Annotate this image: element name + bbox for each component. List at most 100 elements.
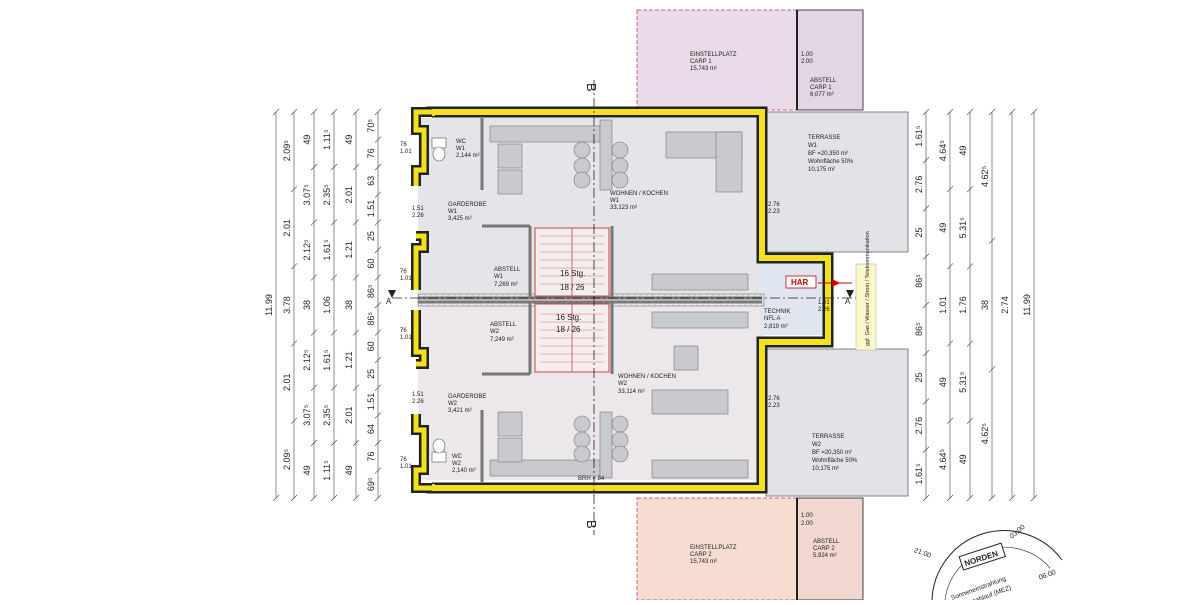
dimension-tick (922, 205, 930, 212)
svg-text:10,175 m²: 10,175 m² (808, 167, 835, 173)
dimension-tick (352, 494, 360, 502)
dimension-tick (1030, 494, 1038, 502)
svg-text:2,140 m²: 2,140 m² (452, 468, 476, 474)
svg-text:CARP 1: CARP 1 (810, 85, 832, 91)
svg-text:5,924 m²: 5,924 m² (813, 553, 837, 559)
svg-text:ABSTELL: ABSTELL (813, 539, 840, 545)
svg-text:W2: W2 (618, 381, 628, 387)
label-carport1: EINSTELLPLATZ CARP 1 15,743 m² (690, 52, 737, 72)
svg-text:CARP 2: CARP 2 (690, 552, 712, 558)
dimension-tick (374, 191, 382, 198)
dimension-label: 25 (366, 231, 376, 241)
dimension-tick (310, 163, 318, 171)
svg-text:18 / 26: 18 / 26 (556, 325, 581, 334)
svg-text:CARP 1: CARP 1 (690, 59, 712, 65)
dimension-label: 38 (344, 300, 354, 310)
svg-text:16 Stg.: 16 Stg. (560, 269, 585, 278)
dimension-tick (946, 494, 954, 502)
svg-text:16 Stg.: 16 Stg. (556, 313, 581, 322)
dimension-label: 2.09⁵ (282, 449, 292, 471)
dimension-tick (374, 301, 382, 309)
dimension-label: 1.61⁵ (322, 349, 332, 371)
dimension-tick (352, 384, 360, 391)
dimension-label: 2.09⁵ (282, 140, 292, 162)
svg-text:ABSTELL: ABSTELL (494, 267, 521, 273)
svg-text:W1: W1 (808, 143, 818, 149)
svg-text:2.26: 2.26 (818, 307, 830, 313)
dimension-lines (272, 108, 1038, 502)
dimension-label: 49 (302, 135, 312, 145)
svg-text:1.51: 1.51 (412, 392, 424, 398)
svg-text:15,743 m²: 15,743 m² (690, 66, 717, 72)
svg-text:BRH = 84: BRH = 84 (578, 476, 605, 482)
dimension-label: 3.78 (282, 296, 292, 314)
dimension-label: 49 (344, 135, 354, 145)
dimension-label: 1.01 (938, 296, 948, 314)
svg-text:33,123 m²: 33,123 m² (610, 205, 637, 211)
dimension-label: 70⁵ (366, 119, 376, 133)
dimension-tick (290, 494, 298, 502)
dimension-tick (988, 366, 996, 373)
dimension-tick (988, 237, 996, 244)
svg-text:Wohnfläche 50%: Wohnfläche 50% (812, 458, 858, 464)
svg-text:W2: W2 (448, 401, 458, 407)
svg-text:2,819 m²: 2,819 m² (764, 324, 788, 330)
dimension-tick (1008, 494, 1016, 502)
svg-text:EINSTELLPLATZ: EINSTELLPLATZ (690, 545, 737, 551)
stair-w1 (534, 227, 610, 297)
dimension-tick (946, 340, 954, 347)
svg-text:EINSTELLPLATZ: EINSTELLPLATZ (690, 52, 737, 58)
svg-text:15,743 m²: 15,743 m² (690, 559, 717, 565)
svg-text:BF =20,350 m²: BF =20,350 m² (812, 450, 852, 456)
dimension-label: 1.11⁵ (322, 129, 332, 150)
svg-text:76: 76 (400, 457, 407, 463)
dimension-label: 63 (366, 176, 376, 186)
svg-text:1.01: 1.01 (400, 335, 412, 341)
svg-text:7,249 m²: 7,249 m² (490, 337, 514, 343)
dimension-label: 5.31⁵ (958, 217, 968, 239)
compass-time-03: 03:00 (1009, 524, 1027, 541)
svg-text:2.23: 2.23 (768, 403, 780, 409)
svg-text:1.51: 1.51 (412, 206, 424, 212)
dimension-label: 86⁵ (366, 284, 376, 298)
dimension-tick (946, 185, 954, 193)
svg-text:B: B (584, 520, 599, 529)
dimension-label: 49 (344, 465, 354, 475)
dimension-tick (966, 494, 974, 502)
dimension-tick (330, 219, 338, 226)
compass-time-06: 06:00 (1038, 569, 1057, 582)
stair-w2 (534, 303, 610, 373)
utility-note: ggf. Gas / Wasser / Strom / Telekommunik… (855, 231, 877, 351)
dimension-label: 86⁵ (914, 322, 924, 336)
svg-text:2,144 m²: 2,144 m² (456, 153, 480, 159)
dimension-tick (922, 494, 930, 502)
dimension-label: 2.76 (914, 417, 924, 435)
dimension-tick (922, 253, 930, 260)
dimension-tick (374, 163, 382, 171)
dimension-tick (310, 384, 318, 391)
label-wc-w1: WC W1 2,144 m² (456, 139, 480, 159)
svg-text:W1: W1 (448, 209, 458, 215)
dimension-tick (374, 494, 382, 502)
dimension-tick (374, 329, 382, 336)
dimension-label: 2.74 (1000, 296, 1010, 314)
svg-text:1.01: 1.01 (818, 300, 830, 306)
dimension-label: 1.11⁵ (322, 460, 332, 481)
dimension-tick (922, 398, 930, 405)
dimension-tick (330, 384, 338, 391)
carport-1 (636, 9, 864, 111)
compass-north-box (958, 542, 1007, 571)
dimension-tick (290, 263, 298, 270)
svg-text:76: 76 (400, 269, 407, 275)
dimension-label: 2.76 (914, 176, 924, 194)
label-abstell-w2: ABSTELL W2 7,249 m² (490, 322, 517, 343)
left-dimension-labels: 11.992.09⁵2.013.782.012.09⁵493.07⁵2.12⁵3… (264, 119, 376, 491)
compass: NORDEN 21:00 03:00 06:00 Sonneneinstrahl… (913, 524, 1063, 605)
svg-text:1.00: 1.00 (801, 513, 813, 519)
har-box: HAR (785, 275, 852, 289)
svg-text:2.00: 2.00 (801, 59, 813, 65)
label-technik: TECHNIK NFL A 2,819 m² (764, 309, 790, 330)
dimension-tick (946, 263, 954, 270)
dimension-label: 76 (366, 452, 376, 462)
svg-text:ABSTELL: ABSTELL (810, 78, 837, 84)
